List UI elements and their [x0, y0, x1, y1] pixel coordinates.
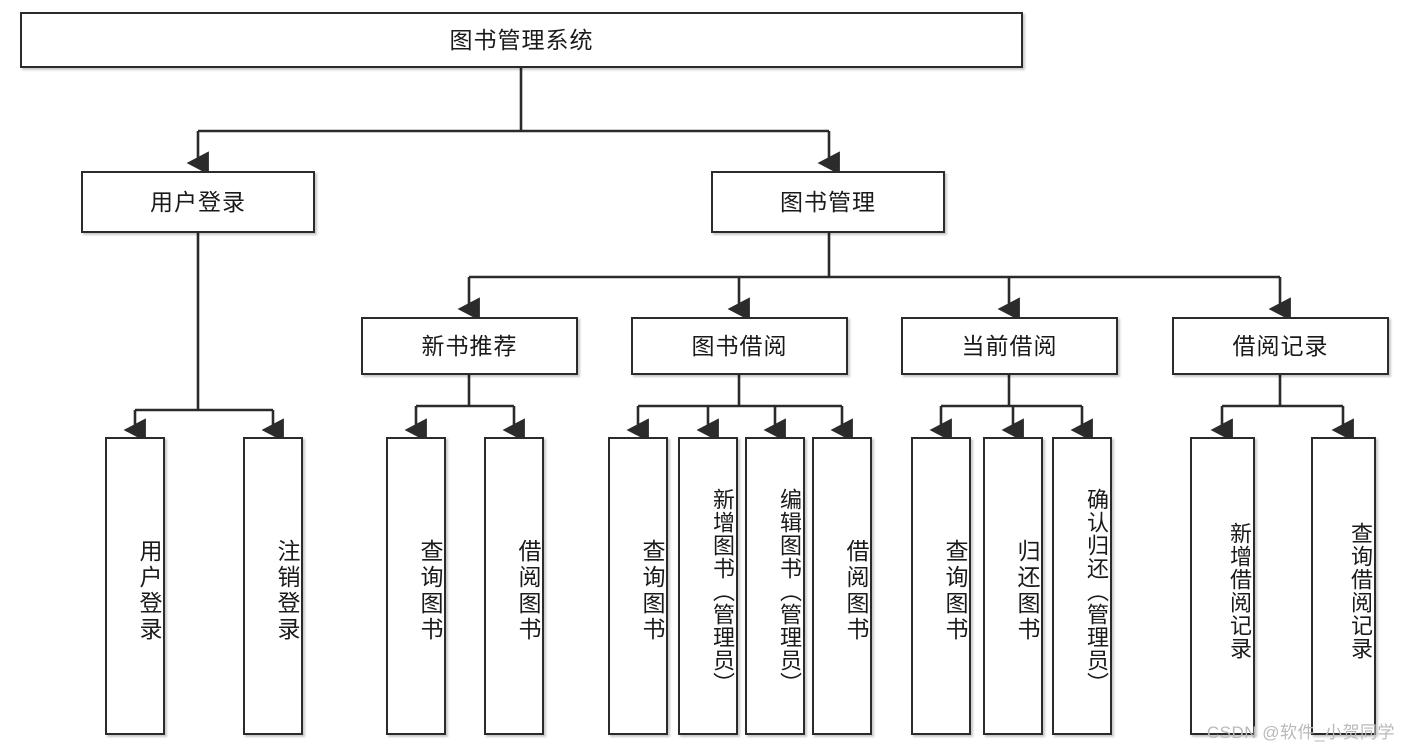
leaf-add-book[interactable]: 新增图书（管理员）	[678, 437, 738, 735]
leaf-user-login[interactable]: 用户登录	[105, 437, 165, 735]
leaf-borrow-book-1[interactable]: 借阅图书	[484, 437, 544, 735]
leaf-query-book-3[interactable]: 查询图书	[911, 437, 971, 735]
node-current-borrowing[interactable]: 当前借阅	[901, 317, 1118, 375]
leaf-edit-book[interactable]: 编辑图书（管理员）	[745, 437, 805, 735]
node-book-management[interactable]: 图书管理	[711, 171, 945, 233]
leaf-query-book-2[interactable]: 查询图书	[608, 437, 668, 735]
leaf-query-record[interactable]: 查询借阅记录	[1311, 437, 1376, 735]
node-user-login[interactable]: 用户登录	[81, 171, 315, 233]
leaf-borrow-book-2[interactable]: 借阅图书	[812, 437, 872, 735]
node-root-system[interactable]: 图书管理系统	[20, 12, 1023, 68]
leaf-add-record[interactable]: 新增借阅记录	[1190, 437, 1255, 735]
leaf-logout[interactable]: 注销登录	[243, 437, 303, 735]
node-borrowing-record[interactable]: 借阅记录	[1172, 317, 1389, 375]
leaf-return-book[interactable]: 归还图书	[983, 437, 1043, 735]
leaf-confirm-return[interactable]: 确认归还（管理员）	[1052, 437, 1112, 735]
leaf-query-book-1[interactable]: 查询图书	[386, 437, 446, 735]
csdn-watermark: CSDN @软件_小贺同学	[1206, 723, 1395, 742]
node-book-borrowing[interactable]: 图书借阅	[631, 317, 848, 375]
node-new-book-recommendation[interactable]: 新书推荐	[361, 317, 578, 375]
